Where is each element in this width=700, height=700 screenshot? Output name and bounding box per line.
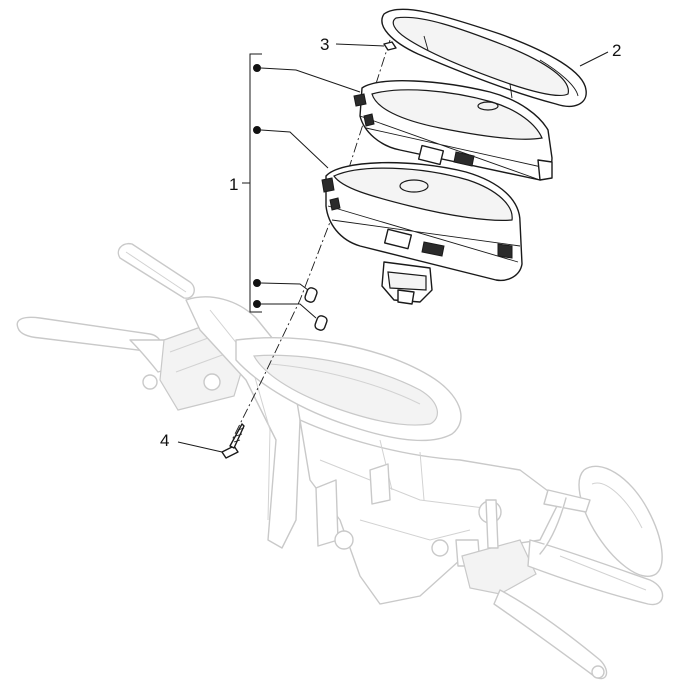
callout-1: 1 bbox=[229, 175, 238, 194]
callout-3: 3 bbox=[320, 35, 329, 54]
bracket-dot-bulb-b bbox=[253, 300, 261, 308]
callout-4: 4 bbox=[160, 431, 169, 450]
upper-instrument-housing bbox=[353, 80, 553, 181]
callout-2: 2 bbox=[612, 41, 621, 60]
handlebar-assembly-ghost bbox=[16, 243, 664, 680]
assembly-axis-line bbox=[231, 39, 391, 441]
bracket-dot-upper-housing bbox=[253, 64, 261, 72]
bracket-dot-bulb-a bbox=[253, 279, 261, 287]
assembly-bracket bbox=[242, 53, 361, 319]
bracket-dot-lower-housing bbox=[253, 126, 261, 134]
bulb-parts bbox=[304, 287, 328, 331]
instrument-bezel-part bbox=[381, 8, 587, 108]
lower-instrument-housing bbox=[321, 161, 523, 305]
leader-callout-3 bbox=[335, 43, 385, 47]
leader-callout-2 bbox=[579, 51, 609, 67]
screw-part bbox=[221, 423, 245, 459]
clip-part bbox=[383, 41, 397, 51]
leader-callout-4 bbox=[177, 441, 223, 453]
